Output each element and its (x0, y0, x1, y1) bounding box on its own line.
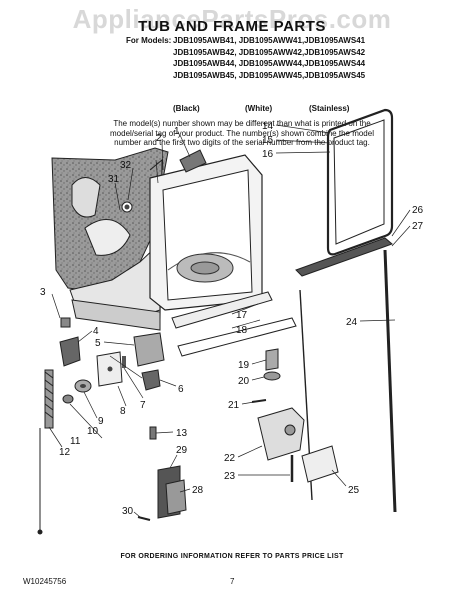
callout-15: 15 (262, 135, 274, 146)
part-side-bracket (301, 445, 339, 483)
model-row-text: JDB1095AWB44, JDB1095AWW44,JDB1095AWS44 (173, 59, 366, 68)
tub-base (71, 299, 161, 331)
model-row-text: JDB1095AWB45, JDB1095AWW45,JDB1095AWS45 (173, 70, 366, 80)
callout-3: 3 (40, 287, 46, 298)
callout-10: 10 (87, 426, 99, 437)
callout-1: 1 (174, 126, 180, 137)
callout-8: 8 (120, 406, 126, 417)
callout-28: 28 (192, 485, 204, 496)
model-row: JDB1095AWB42, JDB1095AWW42,JDB1095AWS42 (126, 47, 365, 59)
page-number: 7 (230, 577, 235, 586)
tub-cutout (84, 219, 131, 256)
callout-11: 11 (70, 436, 81, 447)
watermark: AppliancePartsPros.com (72, 4, 392, 34)
part-screw-21 (251, 399, 267, 403)
door-gasket (326, 108, 394, 256)
model-list: For Models:JDB1095AWB41, JDB1095AWW41,JD… (126, 35, 365, 81)
callout-18: 18 (236, 325, 248, 336)
callout-31: 31 (108, 174, 120, 185)
part-strip (149, 426, 157, 440)
vent-strip (295, 237, 393, 277)
part-screw (122, 356, 126, 368)
color-stainless: (Stainless) (309, 104, 350, 113)
color-black: (Black) (173, 104, 200, 113)
part-clip (60, 317, 71, 328)
lower-rail (171, 291, 273, 329)
part-mount-bracket (257, 407, 305, 461)
model-row-text: JDB1095AWB42, JDB1095AWW42,JDB1095AWS42 (173, 47, 366, 57)
callout-24: 24 (346, 317, 358, 328)
model-row-text: JDB1095AWB41, JDB1095AWW41,JDB1095AWS41 (173, 36, 366, 45)
callout-21: 21 (228, 400, 240, 411)
model-row: JDB1095AWB44, JDB1095AWW44,JDB1095AWS44 (126, 58, 365, 70)
callout-5: 5 (95, 338, 101, 349)
leader-lines (48, 124, 411, 518)
model-note: The model(s) number shown may be differe… (110, 119, 374, 148)
part-screw-30 (137, 516, 151, 521)
part-foot (263, 371, 281, 381)
trim-strip (383, 249, 397, 513)
part-link (141, 369, 161, 391)
callout-20: 20 (238, 376, 250, 387)
callout-17: 17 (236, 310, 248, 321)
callout-7: 7 (140, 400, 146, 411)
callout-13: 13 (176, 428, 188, 439)
callout-12: 12 (59, 447, 71, 458)
callout-6: 6 (178, 384, 184, 395)
callout-27: 27 (412, 221, 424, 232)
color-white: (White) (245, 104, 273, 113)
front-rail (177, 317, 297, 357)
model-row: JDB1095AWB45, JDB1095AWW45,JDB1095AWS45 (126, 70, 365, 82)
part-washer (62, 394, 74, 404)
callout-22: 22 (224, 453, 236, 464)
callout-16: 16 (262, 149, 274, 160)
callout-4: 4 (93, 326, 99, 337)
callout-numbers: 1 2 3 4 5 6 7 8 9 10 11 12 13 14 15 16 1… (40, 121, 424, 517)
callout-29: 29 (176, 445, 188, 456)
callout-19: 19 (238, 360, 250, 371)
model-row: For Models:JDB1095AWB41, JDB1095AWW41,JD… (126, 35, 365, 47)
callout-2: 2 (156, 133, 162, 144)
callout-30: 30 (122, 506, 134, 517)
callout-32: 32 (120, 160, 132, 171)
part-leveling-leg (265, 348, 279, 371)
page-title: TUB AND FRAME PARTS (138, 18, 326, 35)
callout-26: 26 (412, 205, 424, 216)
part-cord-end (37, 529, 43, 535)
document-number: W10245756 (23, 577, 67, 586)
ordering-info: FOR ORDERING INFORMATION REFER TO PARTS … (120, 553, 344, 560)
callout-14: 14 (262, 121, 274, 132)
callout-25: 25 (348, 485, 360, 496)
callout-23: 23 (224, 471, 236, 482)
callout-9: 9 (98, 416, 104, 427)
tub-cutout (71, 177, 101, 218)
models-label: For Models: (126, 36, 172, 45)
part-bracket (59, 336, 81, 367)
part-hinge (133, 332, 165, 367)
